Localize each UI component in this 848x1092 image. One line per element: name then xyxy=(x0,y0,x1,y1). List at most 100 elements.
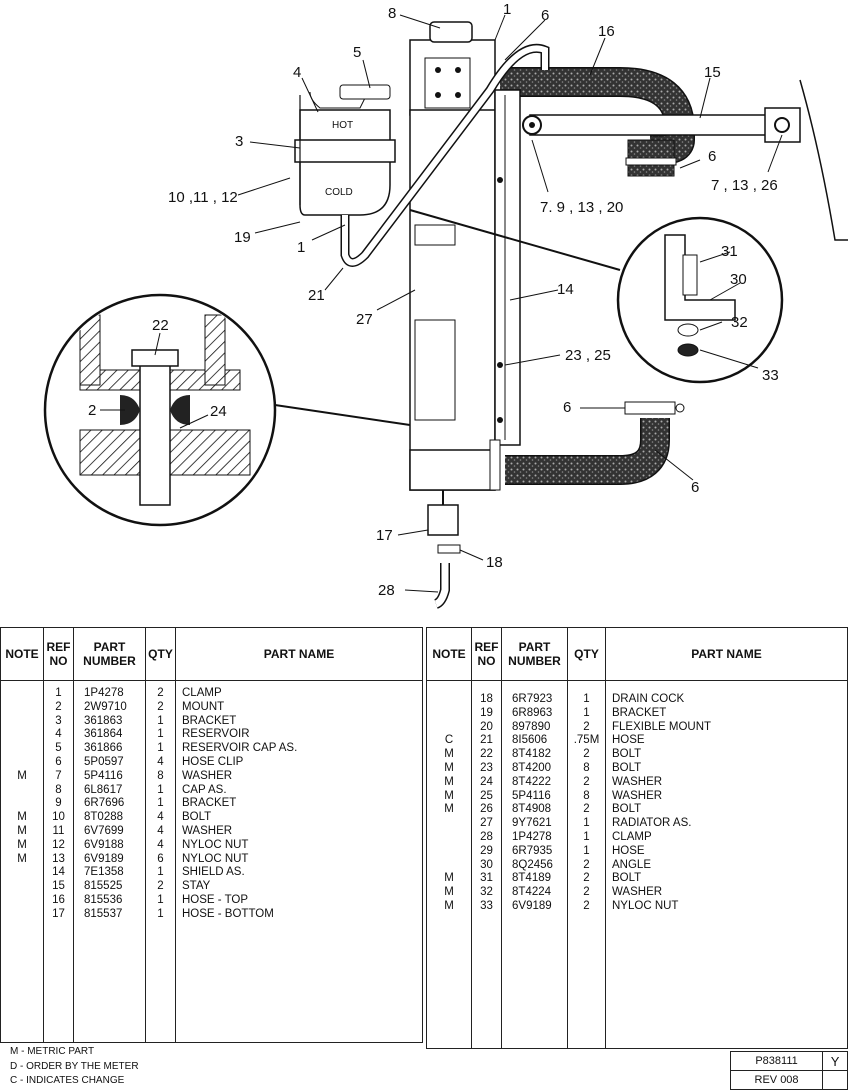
parts-row-name: STAY xyxy=(182,880,211,893)
parts-row-part: 8T4222 xyxy=(512,775,552,788)
parts-row-ref: 14 xyxy=(52,866,65,879)
callout-30: 30 xyxy=(730,271,747,288)
parts-row-qty: 8 xyxy=(157,769,164,782)
parts-row-part: 815536 xyxy=(84,893,123,906)
parts-row-part: 6R8963 xyxy=(512,706,553,719)
parts-row-part: 8T4189 xyxy=(512,872,552,885)
parts-row-note: M xyxy=(444,872,454,885)
parts-row-qty: .75M xyxy=(573,734,600,747)
parts-row-ref: 24 xyxy=(480,775,493,788)
parts-row-note xyxy=(427,721,471,735)
parts-row-ref: 19 xyxy=(480,706,493,719)
parts-row-name: WASHER xyxy=(612,775,663,788)
callout-6b: 6 xyxy=(708,148,716,165)
parts-row-ref: 10 xyxy=(52,811,65,824)
parts-row-ref: 3 xyxy=(55,714,62,727)
parts-row-qty: 8 xyxy=(583,761,590,774)
parts-row-name: FLEXIBLE MOUNT xyxy=(612,720,712,733)
parts-row-name: RADIATOR AS. xyxy=(612,817,692,830)
parts-row-qty: 1 xyxy=(157,714,164,727)
parts-row-name: WASHER xyxy=(612,789,663,802)
reservoir-hot-label: HOT xyxy=(332,120,353,131)
parts-row-part: 361866 xyxy=(84,742,123,755)
parts-row-ref: 17 xyxy=(52,907,65,920)
parts-row-name: WASHER xyxy=(182,824,233,837)
parts-row-note xyxy=(1,880,43,894)
parts-row-part: 815525 xyxy=(84,880,123,893)
parts-row-qty: 1 xyxy=(583,706,590,719)
document-number: P838111 xyxy=(729,1051,824,1071)
parts-row-name: NYLOC NUT xyxy=(612,899,679,912)
parts-row-name: NYLOC NUT xyxy=(182,852,249,865)
parts-row-qty: 2 xyxy=(583,720,590,733)
header-note: NOTE xyxy=(426,627,472,681)
header-part-name: PART NAME xyxy=(605,627,848,681)
parts-row-ref: 31 xyxy=(480,872,493,885)
parts-row-part: 5P0597 xyxy=(84,755,124,768)
parts-row-qty: 1 xyxy=(583,817,590,830)
header-part-number: PART NUMBER xyxy=(501,627,568,681)
parts-row-ref: 33 xyxy=(480,899,493,912)
callout-5: 5 xyxy=(353,44,361,61)
header-note: NOTE xyxy=(0,627,44,681)
parts-row-qty: 4 xyxy=(157,811,164,824)
parts-row-name: BOLT xyxy=(182,811,212,824)
parts-row-qty: 1 xyxy=(157,783,164,796)
parts-row-part: 8I5606 xyxy=(512,734,548,747)
callout-29: 28 xyxy=(378,582,395,599)
callout-23-25: 23 , 25 xyxy=(565,347,611,364)
parts-row-note xyxy=(427,817,471,831)
parts-row-note: M xyxy=(17,769,27,782)
parts-row-ref: 30 xyxy=(480,858,493,871)
header-part-number: PART NUMBER xyxy=(73,627,146,681)
parts-row-name: BOLT xyxy=(612,872,642,885)
parts-row-qty: 1 xyxy=(583,693,590,705)
parts-row-ref: 28 xyxy=(480,830,493,843)
parts-row-qty: 2 xyxy=(583,775,590,788)
parts-row-ref: 20 xyxy=(480,720,493,733)
callout-17: 6 xyxy=(691,479,699,496)
parts-row-qty: 1 xyxy=(157,907,164,920)
callout-27: 27 xyxy=(356,311,373,328)
parts-row-ref: 6 xyxy=(55,755,62,768)
document-letter: Y xyxy=(822,1051,848,1071)
parts-row-ref: 8 xyxy=(55,783,62,796)
parts-row-name: NYLOC NUT xyxy=(182,838,249,851)
header-qty: QTY xyxy=(145,627,176,681)
parts-row-name: WASHER xyxy=(182,769,233,782)
frame-wall xyxy=(799,79,848,241)
header-ref: REF NO xyxy=(43,627,74,681)
callout-19: 19 xyxy=(234,229,251,246)
callout-16: 16 xyxy=(598,23,615,40)
parts-row-part: 5P4116 xyxy=(512,789,551,802)
parts-row-qty: 2 xyxy=(583,899,590,912)
callout-33: 33 xyxy=(762,367,779,384)
parts-row-name: CAP AS. xyxy=(182,783,227,796)
parts-row-part: 6V7699 xyxy=(84,824,124,837)
parts-row-part: 1P4278 xyxy=(512,830,552,843)
parts-row-ref: 11 xyxy=(52,824,65,837)
parts-row-part: 8T0288 xyxy=(84,811,124,824)
parts-row-ref: 9 xyxy=(55,797,62,810)
parts-row-note: M xyxy=(17,811,27,824)
parts-row-ref: 13 xyxy=(52,852,65,865)
callout-8: 8 xyxy=(388,5,396,22)
parts-row-note xyxy=(427,693,471,707)
parts-row-part: 5P4116 xyxy=(84,769,123,782)
callout-1b: 1 xyxy=(297,239,305,256)
parts-row-part: 8T4224 xyxy=(512,886,552,899)
parts-row-name: CLAMP xyxy=(182,687,222,699)
parts-row-qty: 1 xyxy=(583,830,590,843)
parts-row-qty: 2 xyxy=(583,872,590,885)
parts-row-ref: 2 xyxy=(55,700,62,713)
parts-row-qty: 1 xyxy=(157,866,164,879)
parts-row-note: M xyxy=(444,775,454,788)
parts-row-part: 8Q2456 xyxy=(512,858,553,871)
parts-row-ref: 32 xyxy=(480,886,493,899)
callout-18: 17 xyxy=(376,527,393,544)
parts-row-ref: 12 xyxy=(52,838,65,851)
parts-row-part: 361863 xyxy=(84,714,123,727)
